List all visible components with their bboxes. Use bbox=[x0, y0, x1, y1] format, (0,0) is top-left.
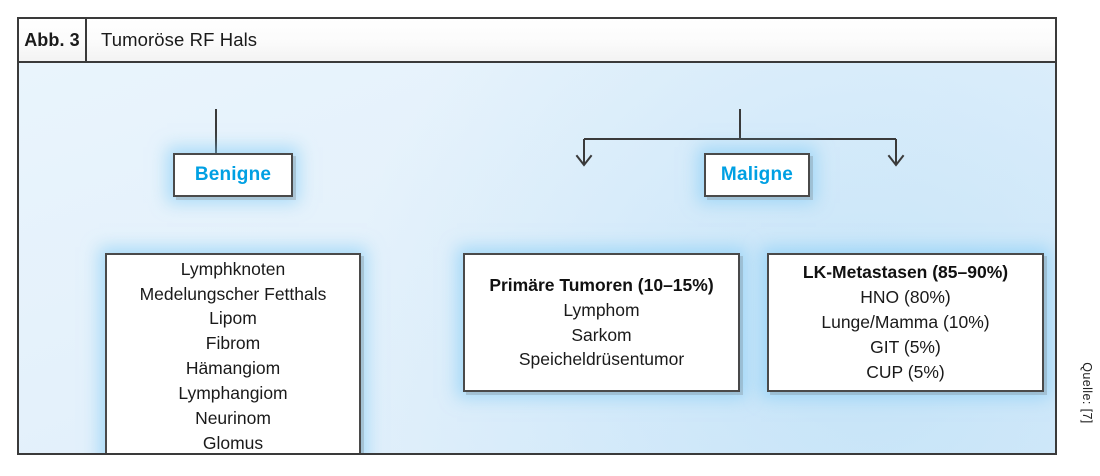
list-item: Hämangiom bbox=[185, 358, 281, 379]
list-item: Lymphom bbox=[563, 299, 640, 320]
figure-caption-row: Abb. 3 Tumoröse RF Hals bbox=[19, 19, 1055, 63]
figure-title: Tumoröse RF Hals bbox=[101, 29, 258, 50]
list-item: GIT (5%) bbox=[870, 336, 941, 357]
primary-tumors-content: Primäre Tumoren (10–15%) Lymphom Sarkom … bbox=[465, 273, 738, 372]
figure-frame: Abb. 3 Tumoröse RF Hals Benigne bbox=[17, 17, 1057, 455]
node-benigne-label: Benigne bbox=[194, 164, 272, 185]
lk-metastasen-heading: LK-Metastasen (85–90%) bbox=[802, 262, 1009, 283]
node-benigne[interactable]: Benigne bbox=[173, 153, 293, 197]
benign-list-content: Lymphknoten Medelungscher Fetthals Lipom… bbox=[107, 257, 359, 453]
node-primary-tumors[interactable]: Primäre Tumoren (10–15%) Lymphom Sarkom … bbox=[463, 253, 740, 392]
list-item: Lymphangiom bbox=[178, 382, 288, 403]
list-item: Glomus bbox=[202, 432, 264, 453]
list-item: Speicheldrüsentumor bbox=[518, 349, 685, 370]
list-item: Neurinom bbox=[195, 407, 271, 428]
node-maligne[interactable]: Maligne bbox=[704, 153, 810, 197]
node-lk-metastasen[interactable]: LK-Metastasen (85–90%) HNO (80%) Lunge/M… bbox=[767, 253, 1044, 392]
list-item: HNO (80%) bbox=[860, 287, 951, 308]
list-item: Sarkom bbox=[571, 324, 632, 345]
list-item: Lunge/Mamma (10%) bbox=[821, 312, 990, 333]
arrowhead-lk-metastasen bbox=[887, 154, 905, 167]
list-item: Lymphknoten bbox=[180, 258, 286, 279]
list-item: Lipom bbox=[209, 308, 257, 329]
list-item: Fibrom bbox=[205, 333, 261, 354]
primary-tumors-heading: Primäre Tumoren (10–15%) bbox=[489, 274, 714, 295]
node-maligne-label: Maligne bbox=[720, 164, 794, 185]
source-credit-text: Quelle: [7] bbox=[1080, 362, 1094, 424]
list-item: Medelungscher Fetthals bbox=[139, 283, 327, 304]
lk-metastasen-content: LK-Metastasen (85–90%) HNO (80%) Lunge/M… bbox=[769, 260, 1042, 384]
arrowhead-primary-tumors bbox=[575, 154, 593, 167]
source-credit: Quelle: [7] bbox=[1080, 338, 1094, 448]
figure-number: Abb. 3 bbox=[19, 19, 87, 61]
node-benign-list[interactable]: Lymphknoten Medelungscher Fetthals Lipom… bbox=[105, 253, 361, 453]
list-item: CUP (5%) bbox=[866, 361, 945, 382]
diagram-panel: Benigne Maligne Lymphknoten Medelungsche… bbox=[19, 63, 1055, 453]
